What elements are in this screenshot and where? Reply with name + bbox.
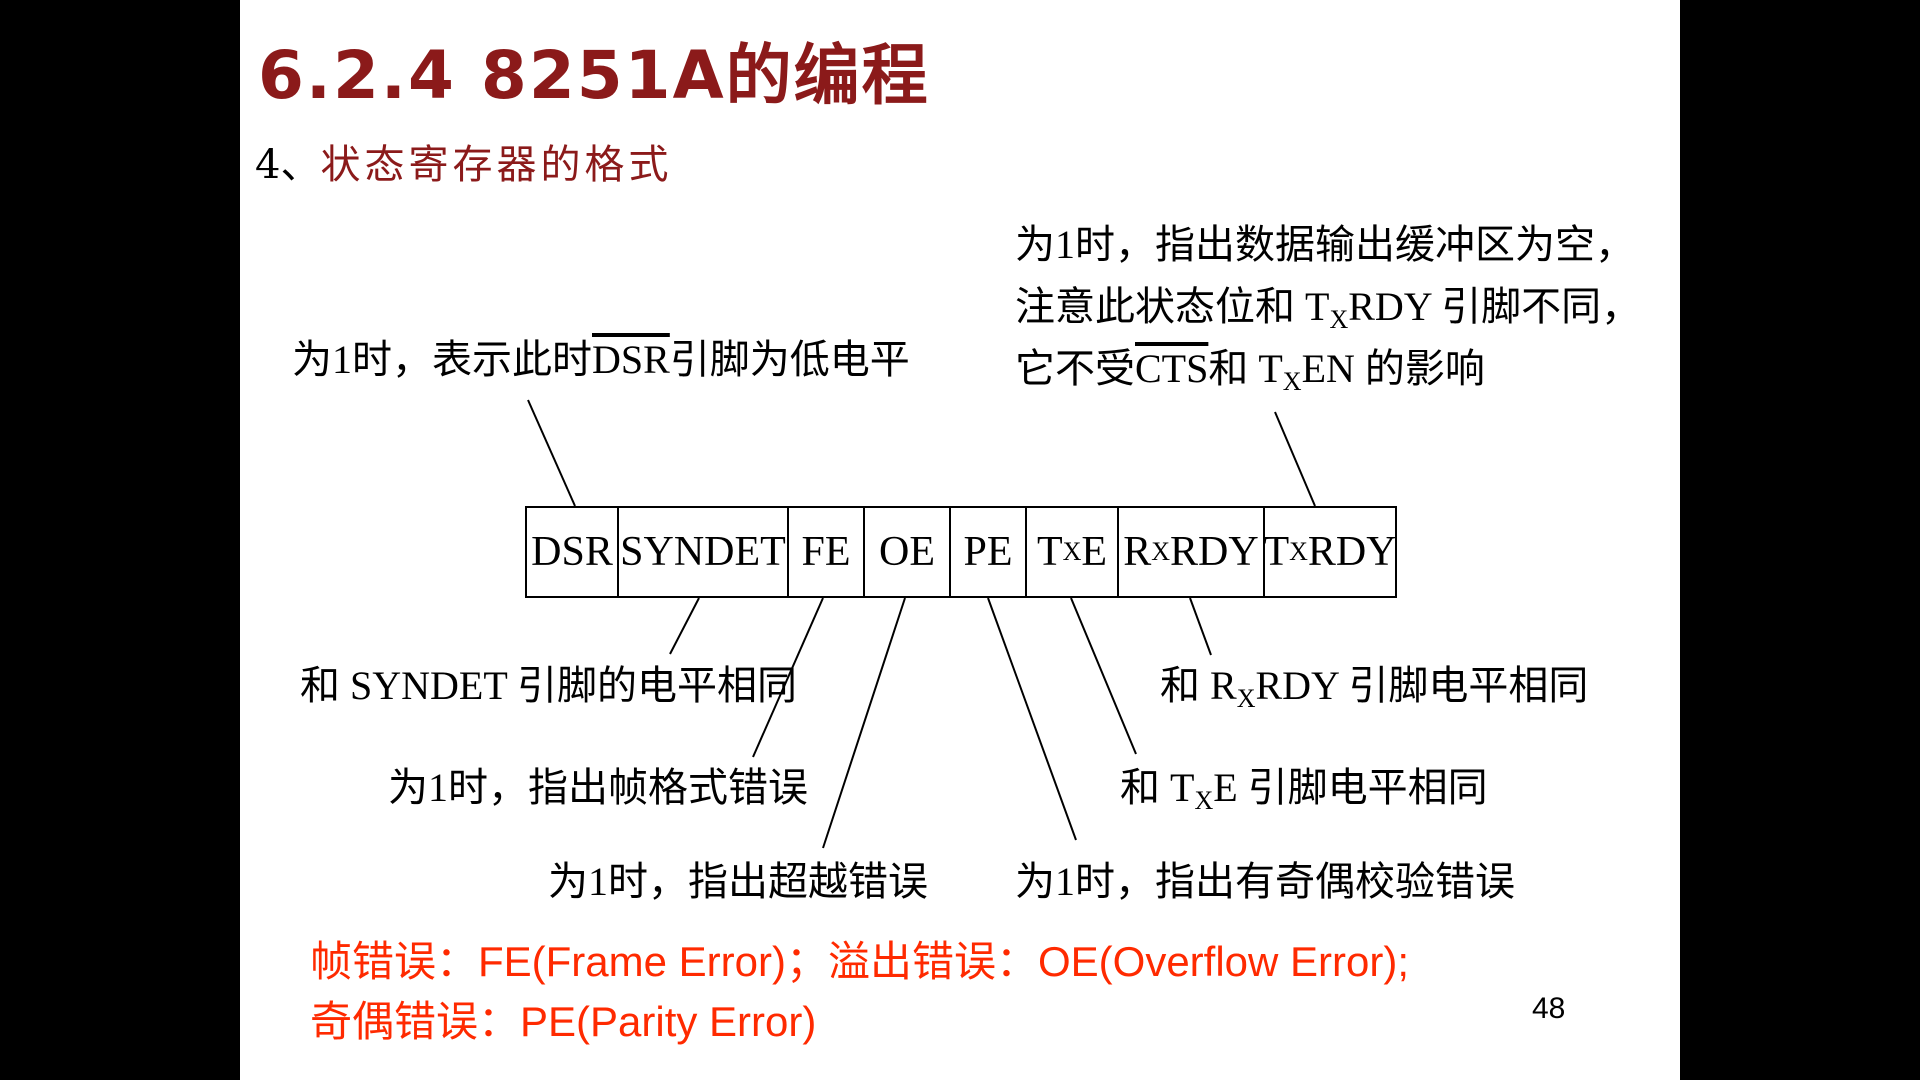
subtitle-number: 4、 xyxy=(255,142,321,188)
bit-label-post: RDY xyxy=(1307,529,1397,575)
annotation-rxrdy-pre: 和 R xyxy=(1160,663,1237,708)
annotation-txrdy-line3: 它不受CTS和 TXEN 的影响 xyxy=(1015,338,1641,400)
bit-label-pre: T xyxy=(1263,529,1290,575)
leader-txrdy xyxy=(1274,411,1316,507)
register-bit-fe: FE xyxy=(789,508,865,596)
annotation-txe-post: E 引脚电平相同 xyxy=(1213,765,1488,810)
annotation-rxrdy: 和 RXRDY 引脚电平相同 xyxy=(1160,663,1589,712)
annotation-txrdy-line2-post: RDY 引脚不同， xyxy=(1348,284,1642,329)
annotation-txrdy-line2: 注意此状态位和 TXRDY 引脚不同， xyxy=(1015,276,1641,338)
annotation-txrdy-line3-signal: CTS xyxy=(1135,346,1209,391)
note-line-1: 帧错误：FE(Frame Error)；溢出错误：OE(Overflow Err… xyxy=(310,938,1410,985)
bit-label-post: RDY xyxy=(1170,529,1259,575)
annotation-fe: 为1时，指出帧格式错误 xyxy=(388,765,808,810)
leader-lines xyxy=(527,399,1316,849)
register-bit-oe: OE xyxy=(865,508,951,596)
annotation-txrdy-line3-mid: 和 T xyxy=(1208,346,1283,391)
section-subtitle: 4、状态寄存器的格式 xyxy=(255,132,672,190)
subtitle-text: 状态寄存器的格式 xyxy=(320,142,673,188)
leader-fe xyxy=(752,597,824,758)
note-line-2: 奇偶错误：PE(Parity Error) xyxy=(310,998,817,1045)
annotation-txe-pre: 和 T xyxy=(1120,765,1195,810)
leader-txe xyxy=(1070,597,1137,755)
leader-syndet xyxy=(669,597,700,655)
slide: 6.2.4 8251A的编程 4、状态寄存器的格式 为1时，表示此时DSR引脚为… xyxy=(240,0,1680,1080)
bit-label-pre: R xyxy=(1123,529,1152,575)
annotation-txrdy-line3-pre: 它不受 xyxy=(1015,346,1135,391)
leader-pe xyxy=(987,597,1077,841)
page-title: 6.2.4 8251A的编程 xyxy=(258,37,930,114)
leader-oe xyxy=(822,597,906,849)
bit-label: SYNDET xyxy=(620,529,786,575)
annotation-rxrdy-sub: X xyxy=(1236,684,1256,713)
annotation-dsr-signal: DSR xyxy=(592,337,670,382)
register-bit-pe: PE xyxy=(951,508,1027,596)
leader-rxrdy xyxy=(1189,597,1212,656)
annotation-oe: 为1时，指出超越错误 xyxy=(548,859,928,904)
annotation-txrdy-line2-pre: 注意此状态位和 T xyxy=(1015,284,1330,329)
bit-label: FE xyxy=(801,529,851,575)
annotation-pe: 为1时，指出有奇偶校验错误 xyxy=(1015,859,1515,904)
annotation-dsr: 为1时，表示此时DSR引脚为低电平 xyxy=(292,340,910,380)
leader-dsr xyxy=(527,399,576,507)
annotation-syndet: 和 SYNDET 引脚的电平相同 xyxy=(300,663,798,708)
bit-label-post: E xyxy=(1081,529,1108,575)
page-number: 48 xyxy=(1532,992,1566,1025)
annotation-dsr-pre: 为1时，表示此时 xyxy=(292,337,592,382)
annotation-txrdy-line3-post: EN 的影响 xyxy=(1301,346,1485,391)
annotation-txe-sub: X xyxy=(1194,786,1214,815)
register-bit-syndet: SYNDET xyxy=(619,508,789,596)
annotation-txrdy: 为1时，指出数据输出缓冲区为空， 注意此状态位和 TXRDY 引脚不同， 它不受… xyxy=(1015,214,1641,400)
bit-label: OE xyxy=(879,529,935,575)
annotation-txrdy-line1: 为1时，指出数据输出缓冲区为空， xyxy=(1015,222,1635,267)
annotation-txrdy-line3-sub: X xyxy=(1282,367,1302,396)
annotation-txrdy-line2-sub: X xyxy=(1329,305,1349,334)
bit-label-pre: T xyxy=(1036,529,1063,575)
bit-label: PE xyxy=(963,529,1013,575)
annotation-rxrdy-post: RDY 引脚电平相同 xyxy=(1255,663,1589,708)
annotation-txe: 和 TXE 引脚电平相同 xyxy=(1120,765,1488,814)
bit-label: DSR xyxy=(531,529,613,575)
annotation-dsr-post: 引脚为低电平 xyxy=(669,337,910,382)
register-bit-dsr: DSR xyxy=(527,508,619,596)
error-abbreviation-note: 帧错误：FE(Frame Error)；溢出错误：OE(Overflow Err… xyxy=(310,932,1409,1052)
